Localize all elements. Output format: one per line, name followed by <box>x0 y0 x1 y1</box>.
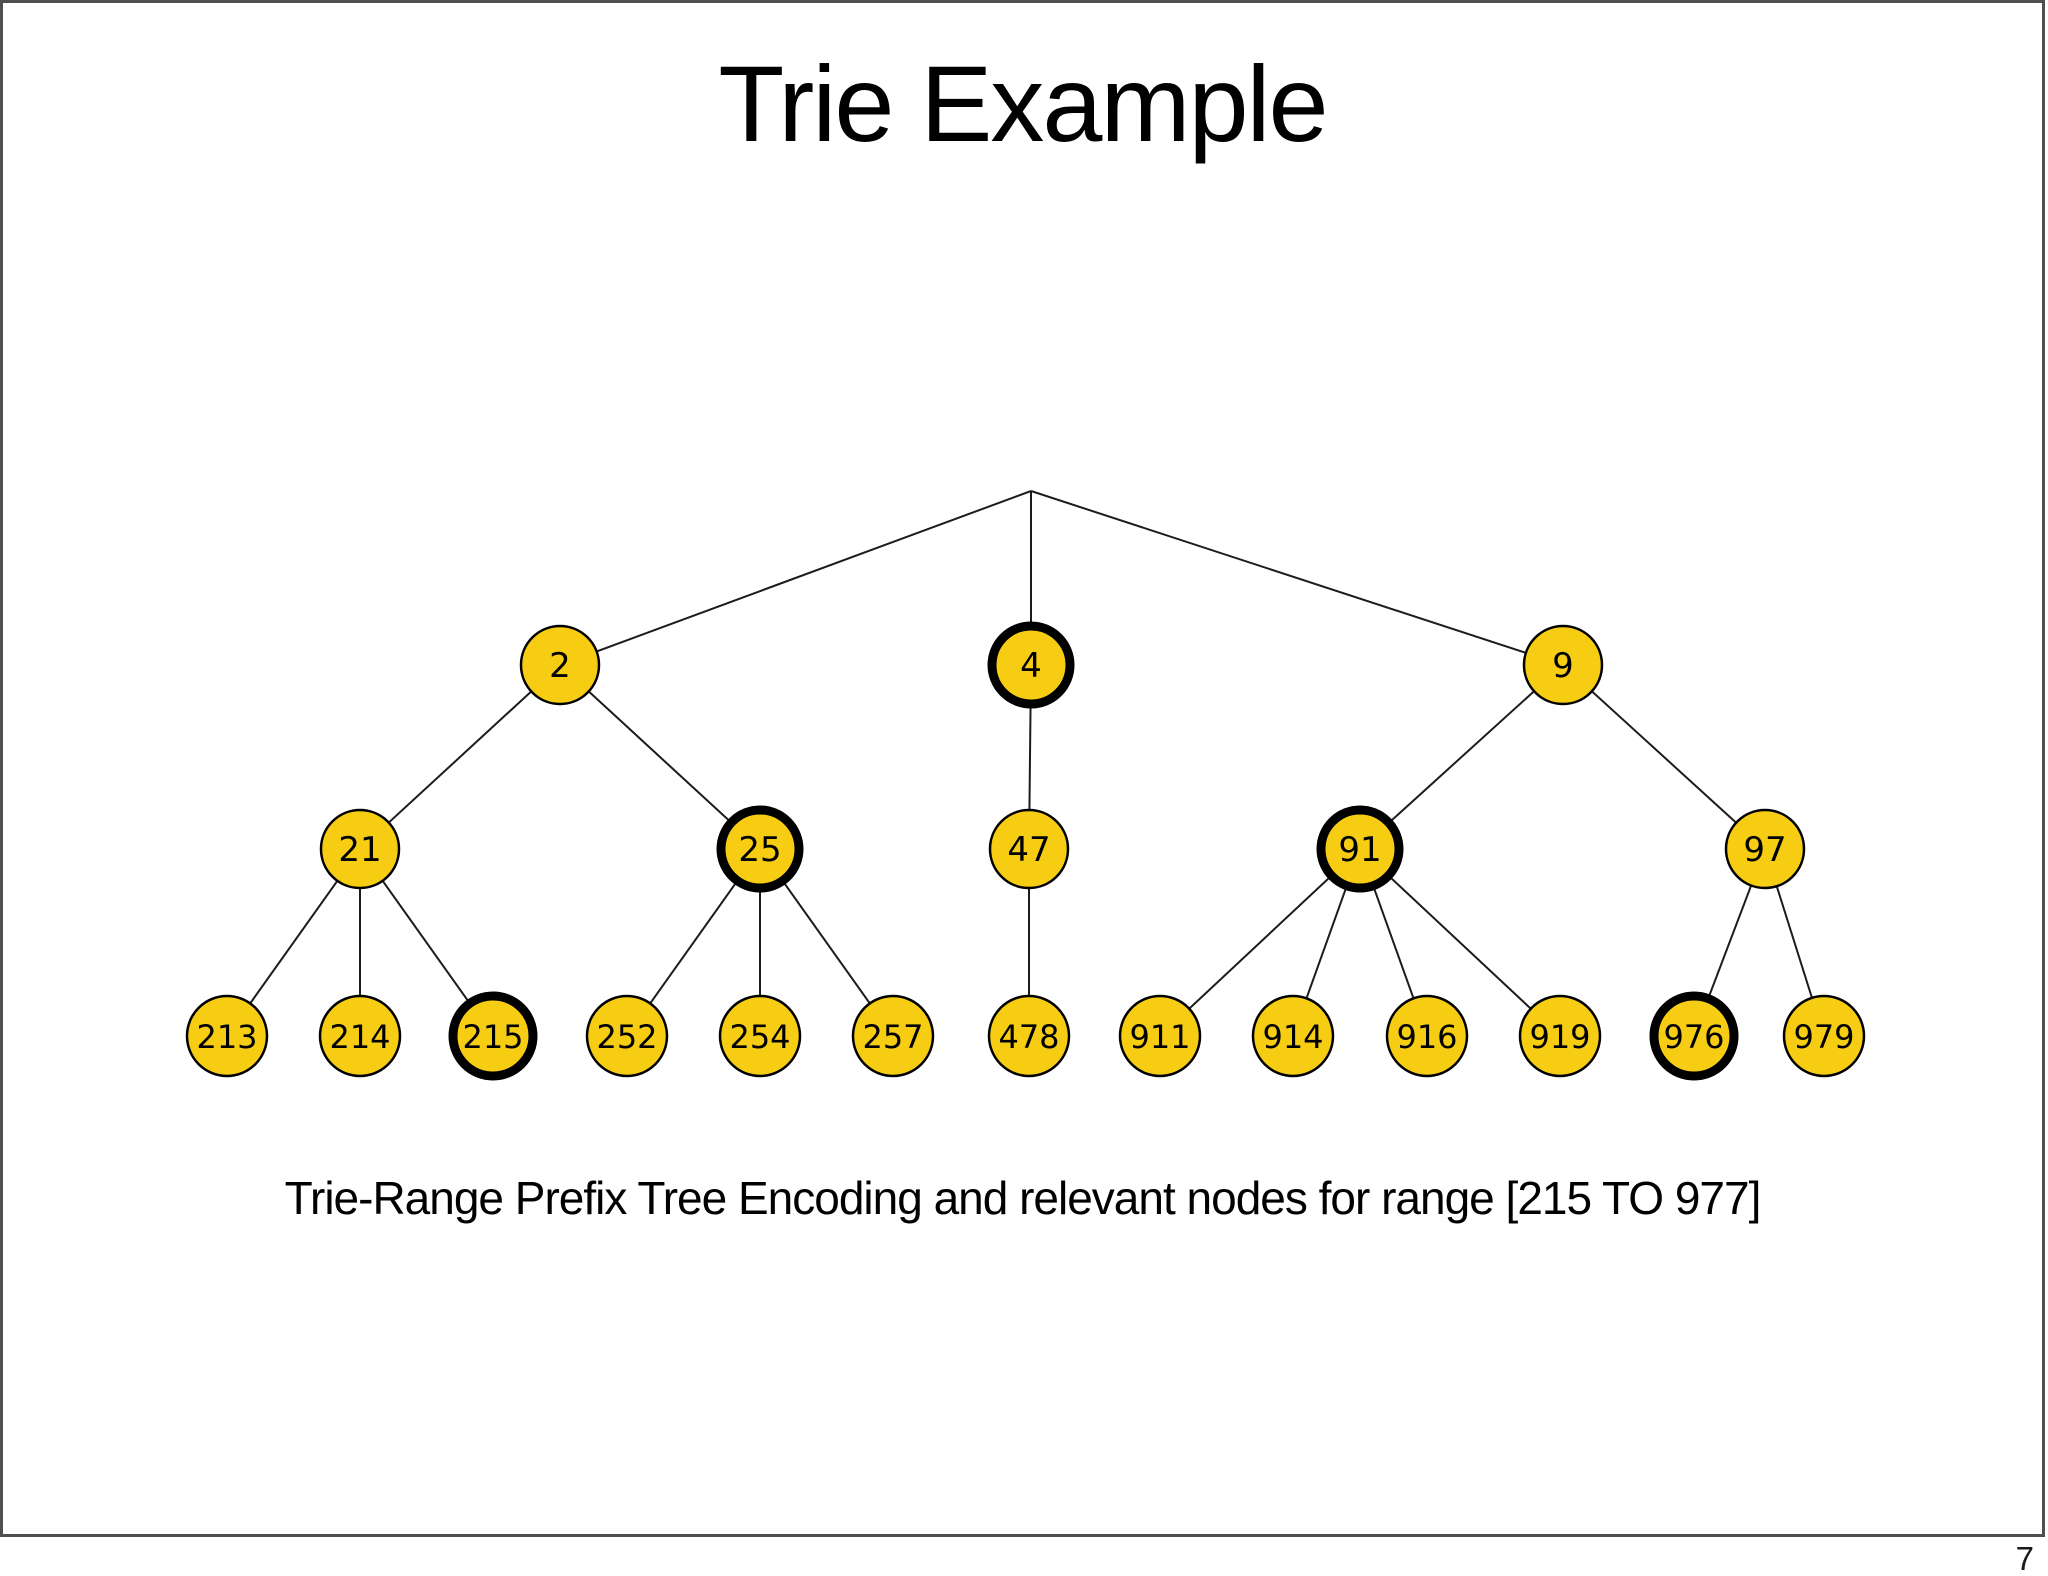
trie-node-circle-91 <box>1316 805 1404 893</box>
edge-root-2 <box>559 490 1032 666</box>
trie-node-circle-214 <box>318 994 402 1078</box>
trie-node-label-97: 97 <box>1743 830 1786 870</box>
trie-node-25: 25 <box>716 805 804 893</box>
trie-node-circle-2 <box>519 624 601 706</box>
trie-node-circle-257 <box>851 994 935 1078</box>
trie-node-label-21: 21 <box>338 830 381 870</box>
trie-node-label-979: 979 <box>1793 1018 1854 1056</box>
trie-node-478: 478 <box>987 994 1071 1078</box>
caption: Trie-Range Prefix Tree Encoding and rele… <box>284 1172 1762 1224</box>
trie-node-9: 9 <box>1522 624 1604 706</box>
trie-node-label-2: 2 <box>549 646 571 686</box>
trie-node-213: 213 <box>185 994 269 1078</box>
trie-node-914: 914 <box>1251 994 1335 1078</box>
trie-node-circle-21 <box>319 808 401 890</box>
trie-node-976: 976 <box>1649 991 1739 1081</box>
trie-node-circle-254 <box>718 994 802 1078</box>
trie-node-label-914: 914 <box>1262 1018 1323 1056</box>
trie-node-4: 4 <box>987 621 1075 709</box>
edge-91-919 <box>1359 848 1561 1037</box>
trie-node-label-91: 91 <box>1338 830 1381 870</box>
trie-node-label-254: 254 <box>729 1018 790 1056</box>
trie-node-circle-919 <box>1518 994 1602 1078</box>
trie-node-919: 919 <box>1518 994 1602 1078</box>
trie-node-circle-213 <box>185 994 269 1078</box>
trie-node-214: 214 <box>318 994 402 1078</box>
trie-node-label-9: 9 <box>1552 646 1574 686</box>
trie-node-circle-25 <box>716 805 804 893</box>
trie-node-label-47: 47 <box>1007 830 1050 870</box>
trie-node-91: 91 <box>1316 805 1404 893</box>
trie-node-254: 254 <box>718 994 802 1078</box>
trie-node-label-213: 213 <box>196 1018 257 1056</box>
trie-node-label-214: 214 <box>329 1018 390 1056</box>
trie-node-97: 97 <box>1724 808 1806 890</box>
trie-node-circle-916 <box>1385 994 1469 1078</box>
edge-root-9 <box>1030 490 1564 666</box>
tree-edges <box>226 490 1825 1037</box>
trie-node-911: 911 <box>1118 994 1202 1078</box>
trie-node-label-215: 215 <box>462 1018 523 1056</box>
trie-node-label-916: 916 <box>1396 1018 1457 1056</box>
edge-2-21 <box>359 664 561 850</box>
trie-node-circle-976 <box>1649 991 1739 1081</box>
edge-91-911 <box>1159 848 1361 1037</box>
edge-9-91 <box>1359 664 1564 850</box>
trie-node-label-252: 252 <box>596 1018 657 1056</box>
trie-node-circle-9 <box>1522 624 1604 706</box>
trie-node-label-919: 919 <box>1529 1018 1590 1056</box>
slide-title: Trie Example <box>718 43 1328 164</box>
trie-node-257: 257 <box>851 994 935 1078</box>
trie-node-label-4: 4 <box>1020 646 1042 686</box>
trie-node-252: 252 <box>585 994 669 1078</box>
tree-nodes: 2 4 9 21 25 47 91 97 213 214 215 252 254 257 478 911 914… <box>185 621 1866 1081</box>
trie-node-label-25: 25 <box>738 830 781 870</box>
trie-node-label-976: 976 <box>1663 1018 1724 1056</box>
page-number: 7 <box>2015 1540 2034 1576</box>
trie-node-circle-4 <box>987 621 1075 709</box>
trie-node-circle-215 <box>448 991 538 1081</box>
trie-node-circle-47 <box>988 808 1070 890</box>
trie-node-979: 979 <box>1782 994 1866 1078</box>
trie-node-47: 47 <box>988 808 1070 890</box>
trie-node-21: 21 <box>319 808 401 890</box>
trie-node-label-911: 911 <box>1129 1018 1190 1056</box>
trie-node-2: 2 <box>519 624 601 706</box>
trie-node-label-257: 257 <box>862 1018 923 1056</box>
trie-node-circle-97 <box>1724 808 1806 890</box>
trie-node-label-478: 478 <box>998 1018 1059 1056</box>
edge-2-25 <box>559 664 761 850</box>
trie-node-circle-911 <box>1118 994 1202 1078</box>
trie-node-916: 916 <box>1385 994 1469 1078</box>
trie-node-circle-252 <box>585 994 669 1078</box>
trie-diagram: 2 4 9 21 25 47 91 97 213 214 215 252 254 257 478 911 914… <box>185 490 1866 1081</box>
edge-9-97 <box>1562 664 1766 850</box>
trie-node-circle-979 <box>1782 994 1866 1078</box>
trie-node-circle-478 <box>987 994 1071 1078</box>
trie-node-circle-914 <box>1251 994 1335 1078</box>
trie-node-215: 215 <box>448 991 538 1081</box>
slide: Trie Example 2 4 9 21 25 47 91 97 213 214 215 252 25… <box>0 0 2045 1537</box>
